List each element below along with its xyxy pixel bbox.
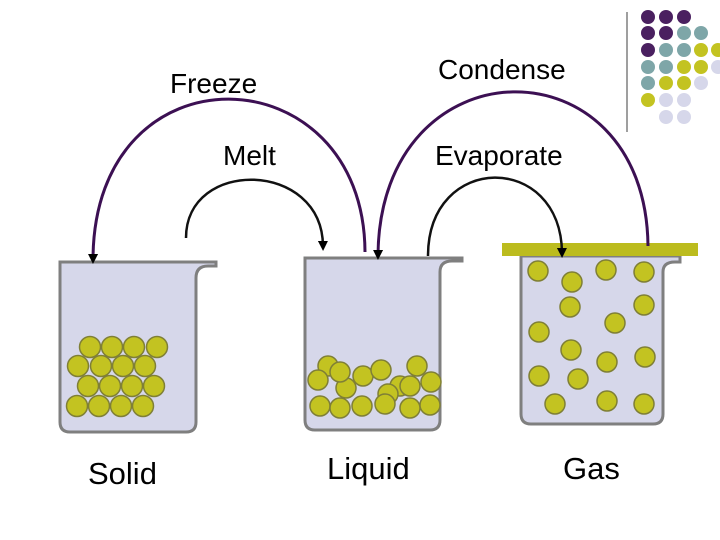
gas-particle bbox=[567, 368, 589, 390]
liquid-particles bbox=[307, 355, 442, 419]
decorative-dot bbox=[677, 26, 691, 40]
solid-particle bbox=[142, 374, 166, 398]
decorative-dot bbox=[694, 60, 708, 74]
decorative-dot bbox=[694, 26, 708, 40]
melt-arrow bbox=[184, 178, 328, 251]
decorative-dot bbox=[711, 43, 720, 57]
decorative-dot bbox=[641, 60, 655, 74]
gas-particles bbox=[527, 259, 656, 415]
solid-particle bbox=[78, 335, 102, 359]
liquid-particle bbox=[309, 395, 331, 417]
gas-particle bbox=[596, 351, 618, 373]
solid-particle bbox=[87, 394, 111, 418]
solid-particle bbox=[122, 335, 146, 359]
solid-particle bbox=[89, 354, 113, 378]
decorative-dot bbox=[641, 26, 655, 40]
liquid-particle bbox=[351, 395, 373, 417]
liquid-particle bbox=[352, 365, 374, 387]
gas-particle bbox=[596, 390, 618, 412]
condense-arrow bbox=[373, 90, 650, 260]
evaporate-label: Evaporate bbox=[435, 140, 563, 171]
liquid-particle bbox=[329, 397, 351, 419]
gas-particle bbox=[528, 365, 550, 387]
decorative-dot bbox=[659, 10, 673, 24]
gas-particle bbox=[527, 260, 549, 282]
evaporate-arrow bbox=[426, 176, 567, 258]
decorative-dot bbox=[659, 93, 673, 107]
liquid-particle bbox=[307, 369, 329, 391]
decorative-dot bbox=[677, 60, 691, 74]
gas-particle bbox=[561, 271, 583, 293]
freeze-label: Freeze bbox=[170, 68, 257, 99]
decorative-dot bbox=[641, 93, 655, 107]
decorative-dot bbox=[677, 93, 691, 107]
liquid-particle bbox=[419, 394, 441, 416]
solid-particle bbox=[100, 335, 124, 359]
decorative-dot bbox=[677, 76, 691, 90]
decorative-dot bbox=[659, 110, 673, 124]
gas-label: Gas bbox=[563, 451, 620, 486]
gas-particle bbox=[634, 346, 656, 368]
solid-particle bbox=[76, 374, 100, 398]
solid-particle bbox=[111, 354, 135, 378]
gas-beaker-lid bbox=[502, 243, 698, 256]
decorative-dot bbox=[694, 76, 708, 90]
gas-particle bbox=[560, 339, 582, 361]
condense-label: Condense bbox=[438, 54, 566, 85]
liquid-particle bbox=[399, 397, 421, 419]
gas-particle bbox=[528, 321, 550, 343]
gas-particle bbox=[595, 259, 617, 281]
liquid-particle bbox=[370, 359, 392, 381]
liquid-particle bbox=[329, 361, 351, 383]
decorative-dot bbox=[677, 110, 691, 124]
solid-particle bbox=[98, 374, 122, 398]
liquid-particle bbox=[374, 393, 396, 415]
solid-label: Solid bbox=[88, 456, 157, 491]
decorative-dot bbox=[641, 43, 655, 57]
gas-particle bbox=[633, 261, 655, 283]
decorative-dot bbox=[659, 60, 673, 74]
solid-particle bbox=[109, 394, 133, 418]
gas-particle bbox=[559, 296, 581, 318]
decorative-dot bbox=[677, 43, 691, 57]
solid-particle bbox=[120, 374, 144, 398]
decorative-dot bbox=[694, 43, 708, 57]
decorative-dot-grid bbox=[641, 10, 720, 124]
solid-particle bbox=[66, 354, 90, 378]
liquid-particle bbox=[399, 375, 421, 397]
freeze-arrow bbox=[88, 97, 367, 264]
solid-particle bbox=[65, 394, 89, 418]
liquid-particle bbox=[406, 355, 428, 377]
solid-particle bbox=[133, 354, 157, 378]
decorative-dot bbox=[659, 76, 673, 90]
gas-particle bbox=[633, 294, 655, 316]
liquid-particle bbox=[420, 371, 442, 393]
gas-particle bbox=[604, 312, 626, 334]
solid-particle bbox=[131, 394, 155, 418]
decorative-dot bbox=[641, 10, 655, 24]
solid-particle bbox=[145, 335, 169, 359]
gas-particle bbox=[633, 393, 655, 415]
gas-particle bbox=[544, 393, 566, 415]
decorative-dot bbox=[711, 60, 720, 74]
decorative-dot bbox=[677, 10, 691, 24]
decorative-dot bbox=[659, 43, 673, 57]
melt-label: Melt bbox=[223, 140, 276, 171]
liquid-label: Liquid bbox=[327, 451, 410, 486]
decorative-dot bbox=[641, 76, 655, 90]
decorative-dot bbox=[659, 26, 673, 40]
solid-particles bbox=[65, 335, 169, 418]
